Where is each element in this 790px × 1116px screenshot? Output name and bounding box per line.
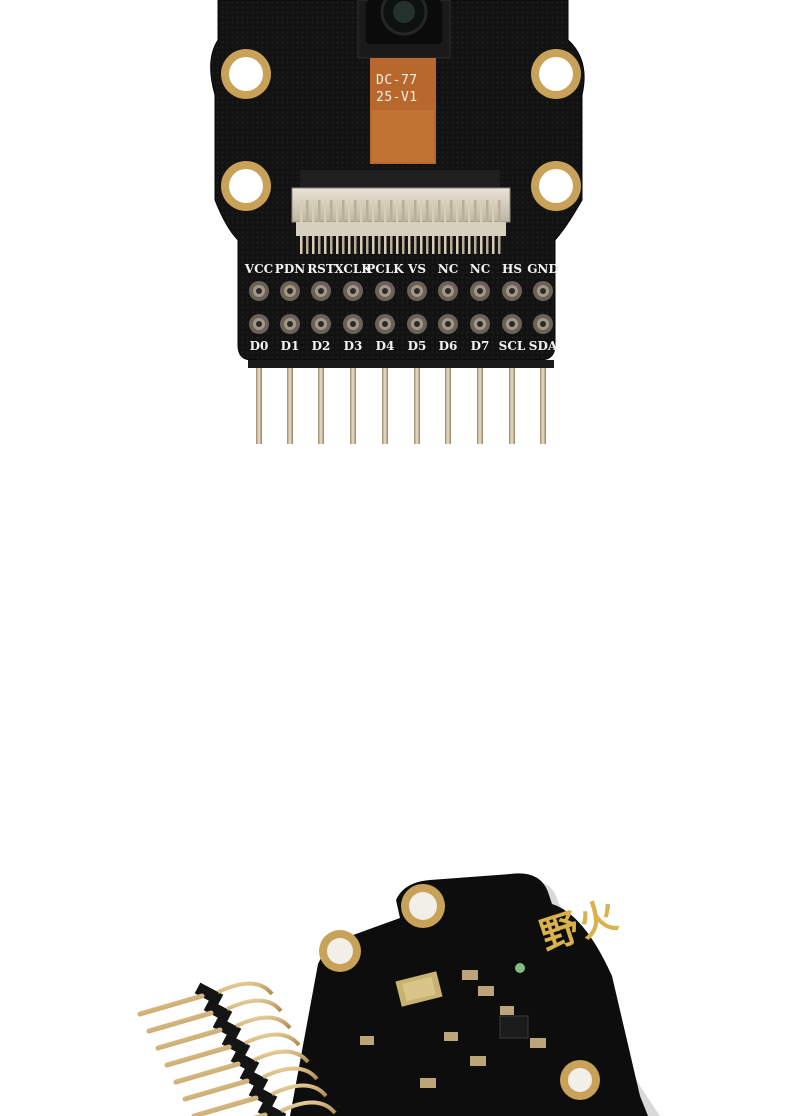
pin-label: D3	[343, 339, 363, 353]
pin-label: PCLK	[366, 262, 404, 276]
pin-label: D5	[407, 339, 427, 353]
pin-label: NC	[469, 262, 491, 276]
header-pin	[287, 366, 293, 444]
header-pin	[318, 366, 324, 444]
pin-label: SCL	[498, 339, 526, 353]
pin-label: GND	[527, 262, 559, 276]
pin-label: D2	[311, 339, 331, 353]
camera-lens	[357, 0, 451, 59]
pin-label: HS	[501, 262, 523, 276]
flex-label-line-2: 25-V1	[376, 90, 418, 105]
header-pad	[470, 281, 490, 301]
pin-label: D0	[249, 339, 269, 353]
header-pad	[502, 314, 522, 334]
header-pad	[407, 281, 427, 301]
camera-module-front-view	[210, 0, 585, 444]
header-pad	[343, 314, 363, 334]
header-pad	[249, 281, 269, 301]
header-pin	[445, 366, 451, 444]
pin-label: SDA	[528, 339, 558, 353]
header-pad	[311, 314, 331, 334]
header-pad	[375, 281, 395, 301]
header-pin	[509, 366, 515, 444]
pin-label: NC	[437, 262, 459, 276]
header-pad	[470, 314, 490, 334]
header-pad	[375, 314, 395, 334]
header-pin	[477, 366, 483, 444]
pin-label: VS	[408, 262, 426, 276]
pin-label: D6	[438, 339, 458, 353]
header-pad	[311, 281, 331, 301]
header-pad	[407, 314, 427, 334]
header-pin	[350, 366, 356, 444]
header-pad	[533, 314, 553, 334]
header-pad	[438, 281, 458, 301]
header-pin	[256, 366, 262, 444]
header-pad	[280, 314, 300, 334]
header-pin	[382, 366, 388, 444]
header-pad	[343, 281, 363, 301]
header-pad	[249, 314, 269, 334]
fpc-connector	[291, 170, 511, 254]
header-pad	[533, 281, 553, 301]
flex-cable-label: DC-77 25-V1	[376, 72, 418, 106]
pin-label: D7	[470, 339, 490, 353]
mounting-holes	[221, 49, 581, 211]
header-pin	[414, 366, 420, 444]
angled-pcb-board	[290, 873, 648, 1116]
pin-label: D4	[375, 339, 395, 353]
pin-label: VCC	[244, 262, 274, 276]
pin-label: RST	[307, 262, 335, 276]
camera-module-angled-view	[137, 873, 660, 1116]
pin-label: D1	[280, 339, 300, 353]
flex-label-line-1: DC-77	[376, 73, 418, 88]
header-pad	[280, 281, 300, 301]
header-pad	[438, 314, 458, 334]
header-pad	[502, 281, 522, 301]
header-pin	[540, 366, 546, 444]
pin-label: PDN	[274, 262, 306, 276]
pin-label: XCLK	[334, 262, 372, 276]
